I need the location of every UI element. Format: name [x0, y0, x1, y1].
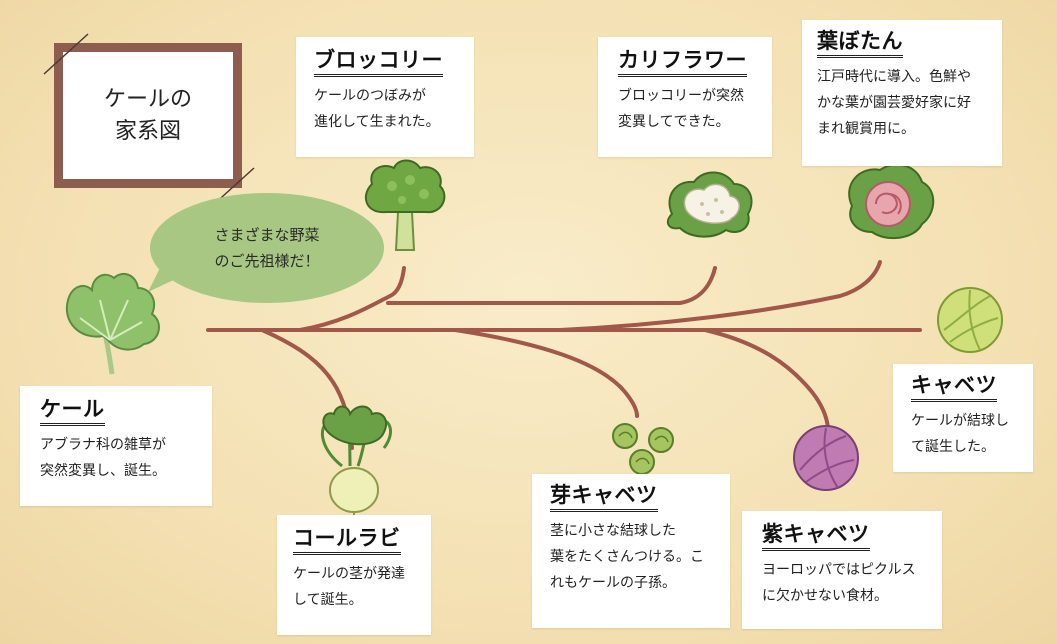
cabbage-title: キャベツ: [911, 372, 997, 402]
brussels-sprouts-icon: [612, 423, 674, 475]
branch-broccoli: [298, 266, 406, 332]
red-cabbage-title: 紫キャベツ: [762, 521, 870, 551]
speech-bubble: さまざまな野菜 のご先祖様だ！: [150, 193, 384, 303]
cauliflower-card: カリフラワー ブロッコリーが突然 変異してできた。: [598, 37, 772, 157]
habotan-description: 江戸時代に導入。色鮮や かな葉が園芸愛好家に好 まれ観賞用に。: [817, 69, 971, 137]
branch-red-cabbage: [703, 328, 830, 430]
cabbage-icon: [937, 287, 1003, 353]
branch-cauliflower: [386, 266, 717, 305]
kohlrabi-card: コールラビ ケールの茎が発達 して誕生。: [277, 515, 431, 635]
title-frame: ケールの 家系図: [54, 43, 242, 188]
broccoli-card: ブロッコリー ケールのつぼみが 進化して生まれた。: [296, 37, 474, 157]
kohlrabi-description: ケールの茎が発達 して誕生。: [293, 566, 405, 608]
broccoli-icon: [364, 159, 446, 251]
kohlrabi-icon: [320, 405, 393, 524]
speech-bubble-text: さまざまな野菜 のご先祖様だ！: [214, 226, 320, 270]
sprouts-title: 芽キャベツ: [550, 482, 658, 512]
red-cabbage-card: 紫キャベツ ヨーロッパではピクルス に欠かせない食材。: [742, 511, 942, 629]
cabbage-description: ケールが結球し て誕生した。: [911, 413, 1009, 455]
habotan-card: 葉ぼたん 江戸時代に導入。色鮮や かな葉が園芸愛好家に好 まれ観賞用に。: [802, 20, 1002, 166]
branch-sprouts: [453, 328, 639, 418]
broccoli-title: ブロッコリー: [314, 47, 443, 77]
cauliflower-description: ブロッコリーが突然 変異してできた。: [618, 88, 744, 130]
branch-habotan: [558, 260, 882, 332]
cauliflower-title: カリフラワー: [618, 47, 747, 77]
sprouts-card: 芽キャベツ 茎に小さな結球した 葉をたくさんつける。こ れもケールの子孫。: [532, 474, 730, 628]
kale-icon: [65, 272, 160, 375]
kale-card: ケール アブラナ科の雑草が 突然変異し、誕生。: [20, 386, 212, 506]
red-cabbage-icon: [793, 425, 859, 491]
red-cabbage-description: ヨーロッパではピクルス に欠かせない食材。: [762, 562, 916, 604]
habotan-title: 葉ぼたん: [817, 28, 903, 58]
habotan-icon: [848, 163, 935, 240]
diagram-title: ケールの 家系図: [103, 86, 192, 144]
broccoli-description: ケールのつぼみが 進化して生まれた。: [314, 88, 440, 130]
kale-description: アブラナ科の雑草が 突然変異し、誕生。: [40, 437, 166, 479]
sprouts-description: 茎に小さな結球した 葉をたくさんつける。こ れもケールの子孫。: [550, 523, 704, 591]
cauliflower-icon: [666, 171, 753, 238]
kohlrabi-title: コールラビ: [293, 525, 401, 555]
cabbage-card: キャベツ ケールが結球し て誕生した。: [893, 364, 1033, 472]
kale-title: ケール: [40, 396, 105, 426]
